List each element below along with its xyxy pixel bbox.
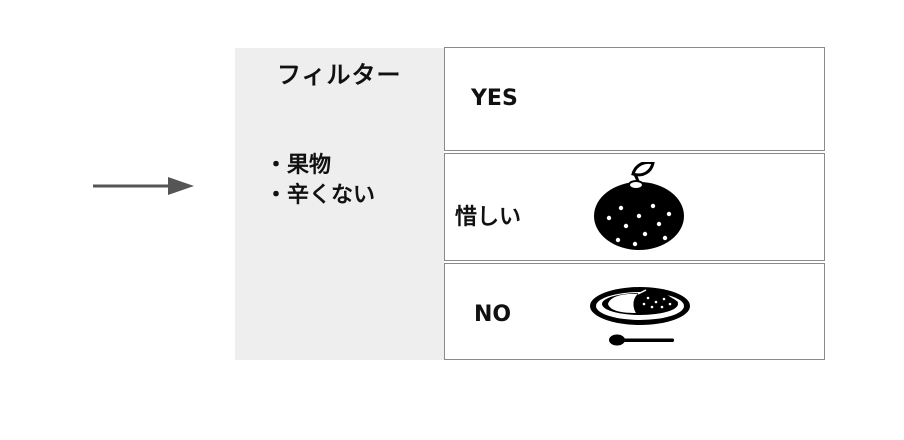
curry-rice-icon: [590, 287, 690, 346]
outcome-label: NO: [474, 302, 512, 327]
orange-icon: [594, 162, 684, 250]
outcome-label: YES: [471, 86, 518, 111]
filter-criteria-list: 果物 辛くない: [265, 151, 375, 211]
outcome-box-yes: YES: [444, 47, 825, 151]
arrow-right-icon: [93, 177, 194, 195]
filter-criterion: 辛くない: [265, 181, 375, 211]
outcome-box-close: 惜しい: [444, 153, 825, 261]
filter-panel: フィルター 果物 辛くない: [235, 48, 444, 360]
filter-title: フィルター: [277, 61, 402, 89]
filter-criterion: 果物: [265, 151, 375, 181]
outcome-label: 惜しい: [455, 205, 522, 230]
outcome-box-no: NO: [444, 263, 825, 360]
